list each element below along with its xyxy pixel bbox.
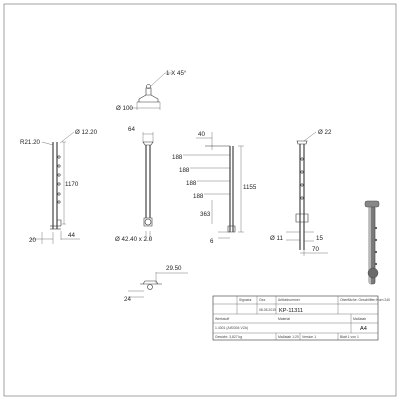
tb-c8: Material [278,317,290,321]
dim-188-1: 188 [172,154,183,161]
dim-100: Ø 100 [116,105,133,112]
dim-6: 6 [210,238,214,245]
tb-c2: Signatur [239,298,252,302]
end-cap-view: 1 X 45° Ø 100 [116,70,187,112]
tb-c5: Oberfläche: Geschliffen Korn 240 [340,298,390,302]
tb-article-no: KP-11311 [279,308,303,314]
dim-70: 70 [312,246,319,253]
dim-40: 40 [198,131,205,138]
tb-format: A4 [360,326,367,332]
dim-r2120: R21.20 [20,139,41,146]
dim-24: 24 [124,296,131,303]
side-view-left: R21.20 Ø 12.20 1170 20 44 [20,129,98,244]
tb-c3: Gez. [259,298,266,302]
tb-c10: Maßstab [353,317,366,321]
dim-44: 44 [68,232,75,239]
dim-tube: Ø 42.40 x 2.0 [115,236,153,243]
tb-c11: 1.4301 (AISI304 V2A) [215,326,248,330]
dim-1155: 1155 [243,184,257,191]
dim-363: 363 [200,211,211,218]
chamfer-label: 1 X 45° [166,70,187,77]
dim-2950: 29.50 [166,265,182,272]
iso-view [364,200,380,285]
title-block: Signatur Gez. Artikelnummer Oberfläche: … [212,295,390,341]
tb-c9: Werkstoff [215,317,229,321]
dim-11: Ø 11 [270,235,284,242]
page-frame [3,3,397,397]
tb-c16: Blatt 1 von 1 [340,335,359,339]
dim-15: 15 [316,235,323,242]
tb-c15: Version 1 [302,335,316,339]
dim-22: Ø 22 [318,129,332,136]
tb-c13: Gewicht: 3,827 kg [215,335,242,339]
tb-c4: Artikelnummer [278,298,301,302]
dim-20: 20 [29,237,36,244]
side-view-right: Ø 22 Ø 11 15 70 [270,129,332,256]
dim-64: 64 [128,126,135,133]
dim-1170: 1170 [65,181,79,188]
dim-188-4: 188 [193,193,204,200]
tb-c14: Maßstab 1:20 [278,335,299,339]
rod-dimension-view: 40 188 188 188 188 363 1155 6 [172,131,257,245]
tb-c6: 08.05.2019 [259,308,276,312]
dim-1220: Ø 12.20 [75,129,98,136]
dim-188-3: 188 [186,180,197,187]
dim-188-2: 188 [179,167,190,174]
front-view-tube: 64 Ø 42.40 x 2.0 [115,126,154,243]
cap-detail-view: 29.50 24 [124,265,188,303]
